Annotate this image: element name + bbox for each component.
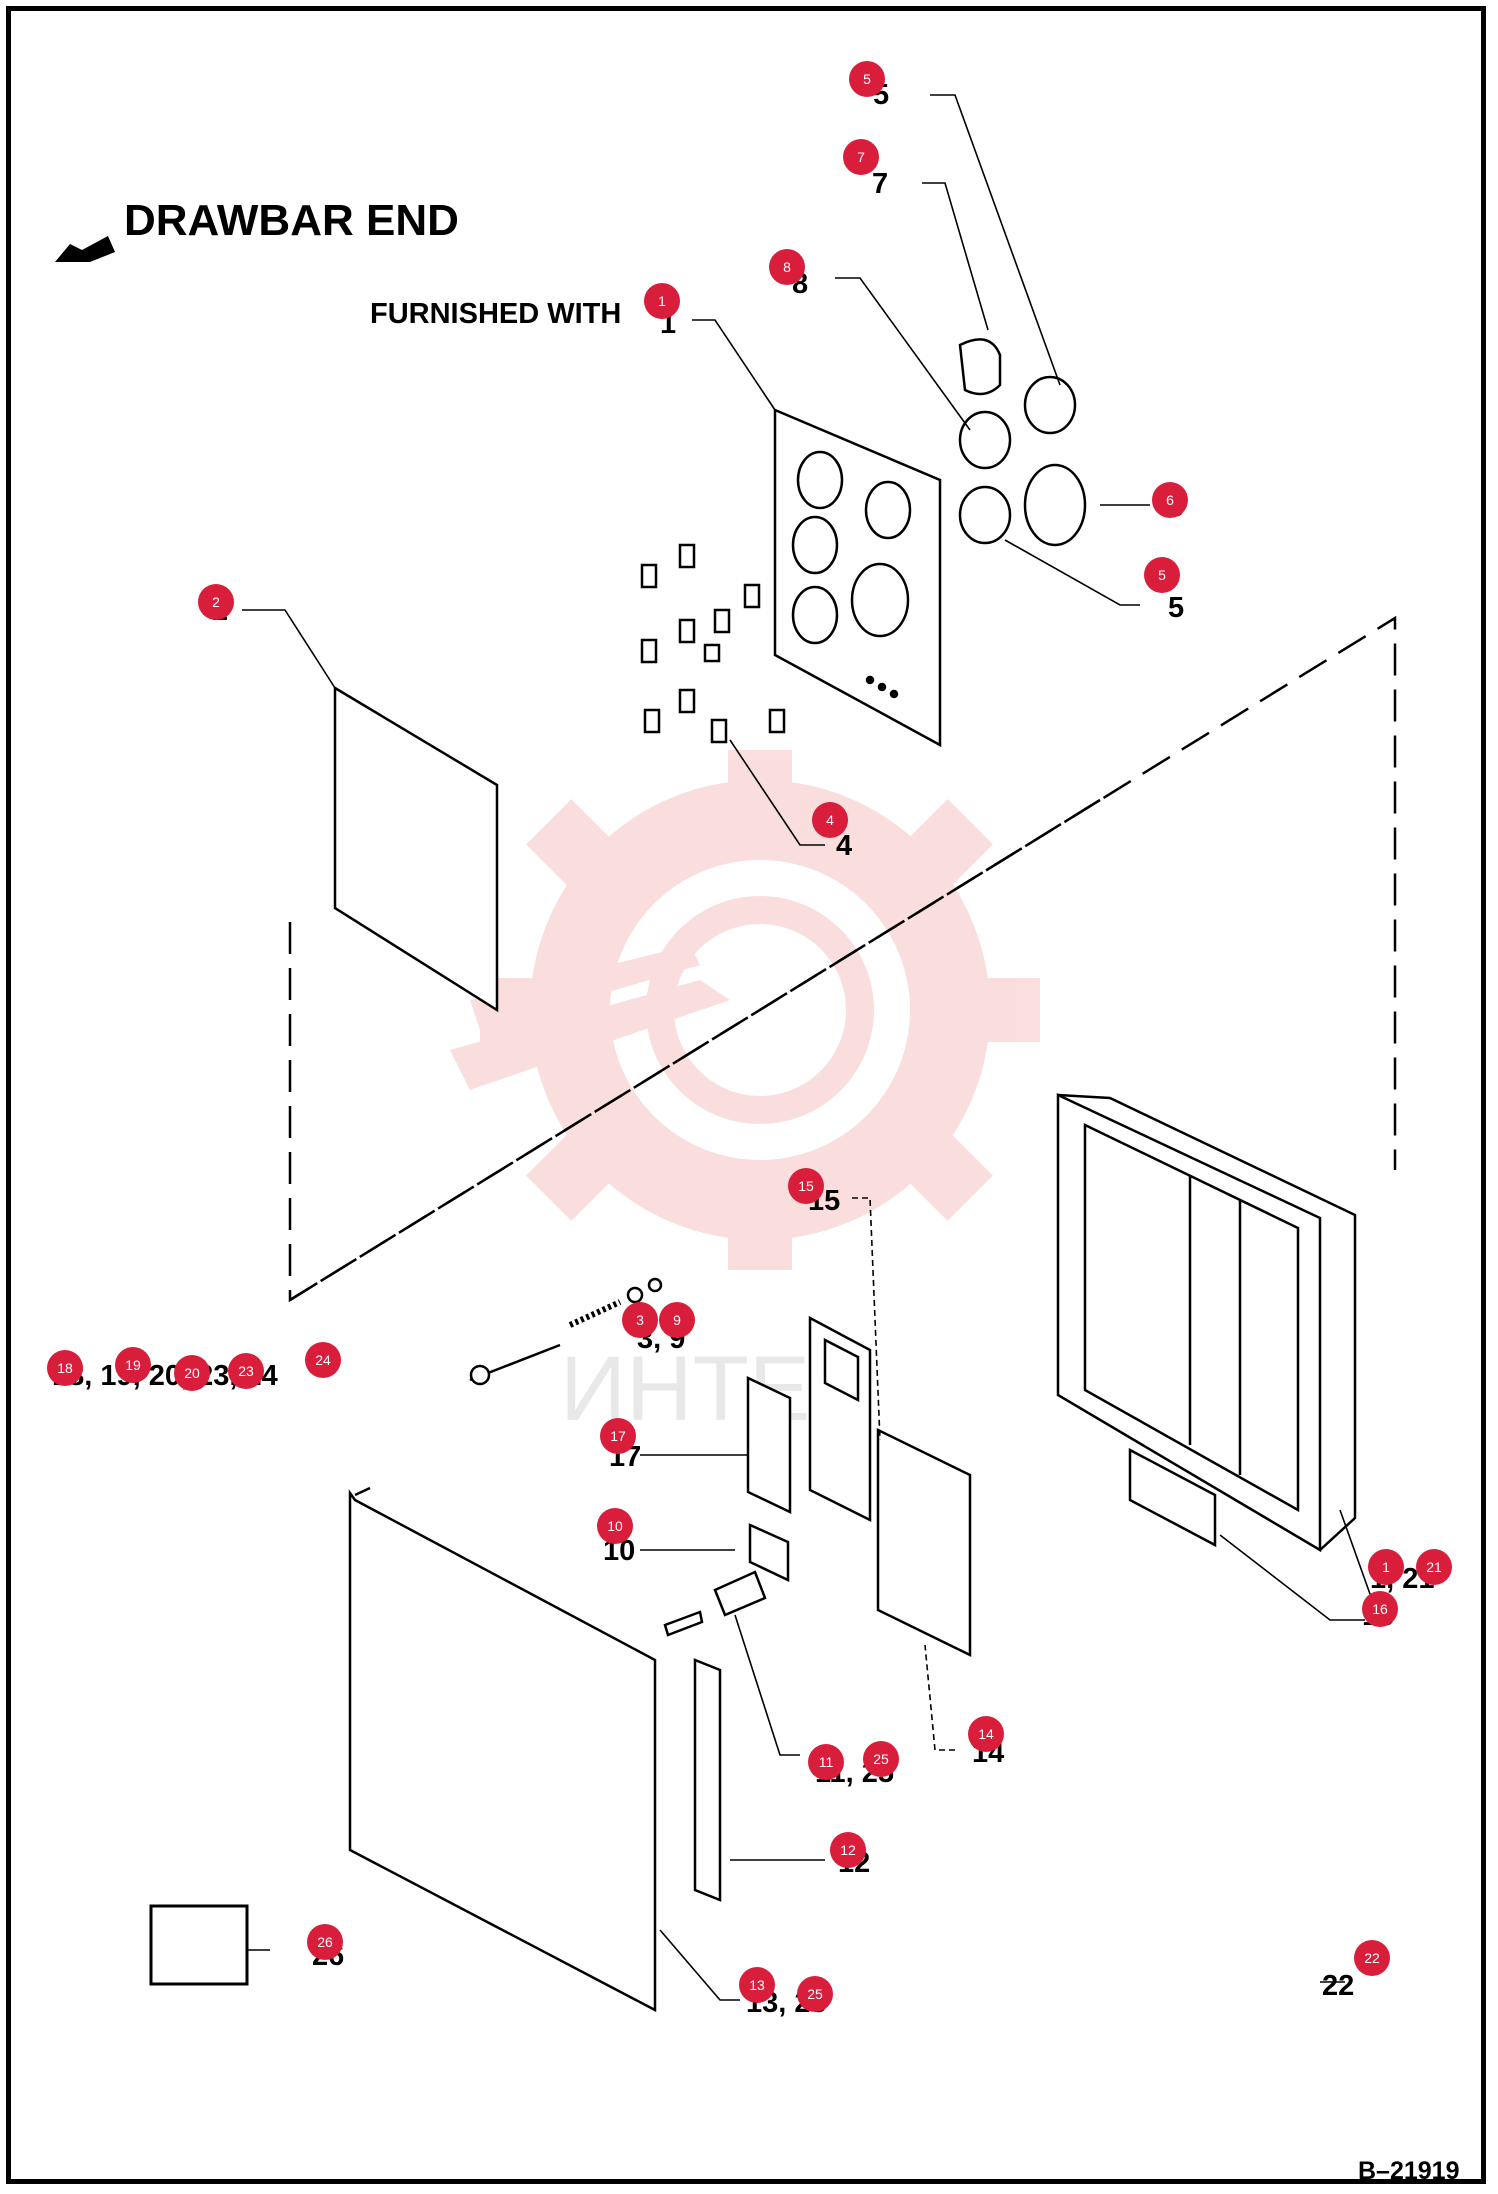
callout-marker: 2 (198, 584, 234, 620)
callout-marker: 1 (1368, 1549, 1404, 1585)
callout-number: 4 (826, 812, 834, 828)
part-label-p5b: 5 (1168, 592, 1184, 624)
callout-number: 13 (749, 1977, 765, 1993)
hinge-bar (693, 1658, 722, 1902)
callout-number: 7 (857, 149, 865, 165)
callout-marker: 19 (115, 1347, 151, 1383)
callout-marker: 4 (812, 802, 848, 838)
callout-number: 2 (212, 594, 220, 610)
callout-marker: 16 (1362, 1591, 1398, 1627)
callout-marker: 13 (739, 1967, 775, 2003)
callout-marker: 24 (305, 1342, 341, 1378)
callout-marker: 20 (174, 1355, 210, 1391)
callout-number: 3 (636, 1312, 644, 1328)
callout-marker: 5 (849, 61, 885, 97)
callout-marker: 11 (808, 1744, 844, 1780)
latch-plate (748, 1523, 790, 1582)
callout-number: 21 (1426, 1559, 1442, 1575)
callout-marker: 26 (307, 1924, 343, 1960)
callout-marker: 9 (659, 1302, 695, 1338)
callout-marker: 7 (843, 139, 879, 175)
callout-number: 6 (1166, 492, 1174, 508)
decal-17 (746, 1376, 792, 1514)
callout-marker: 15 (788, 1168, 824, 1204)
callout-marker: 23 (228, 1353, 264, 1389)
callout-number: 15 (798, 1178, 814, 1194)
callout-number: 10 (607, 1518, 623, 1534)
callout-number: 5 (863, 71, 871, 87)
callout-number: 9 (673, 1312, 681, 1328)
furnished-with-note: FURNISHED WITH (370, 298, 622, 330)
callout-number: 14 (978, 1726, 994, 1742)
callout-number: 25 (807, 1986, 823, 2002)
callout-number: 19 (125, 1357, 141, 1373)
callout-number: 24 (315, 1352, 331, 1368)
callout-number: 18 (57, 1360, 73, 1376)
callout-number: 5 (1158, 567, 1166, 583)
callout-marker: 21 (1416, 1549, 1452, 1585)
diagram-frame (6, 6, 1486, 2184)
decal-panel (333, 685, 499, 1013)
callout-number: 1 (658, 293, 666, 309)
part-label-p7: 7 (872, 168, 888, 200)
callout-marker: 3 (622, 1302, 658, 1338)
panel-14 (876, 1427, 972, 1658)
diagram-id: B–21919 (1358, 2157, 1460, 2185)
callout-marker: 10 (597, 1508, 633, 1544)
callout-marker: 8 (769, 249, 805, 285)
door-panel (348, 1489, 657, 2013)
drawbar-arrow-icon (55, 236, 115, 262)
callout-marker: 1 (644, 283, 680, 319)
leader-lines (242, 94, 1395, 2001)
callout-number: 1 (1382, 1559, 1390, 1575)
callout-number: 22 (1364, 1950, 1380, 1966)
callout-number: 11 (819, 1754, 834, 1770)
callout-marker: 6 (1152, 482, 1188, 518)
part-26-box (149, 1904, 249, 1986)
callout-number: 25 (873, 1751, 889, 1767)
callout-number: 26 (317, 1934, 333, 1950)
callout-marker: 25 (863, 1741, 899, 1777)
callout-marker: 14 (968, 1716, 1004, 1752)
callout-marker: 5 (1144, 557, 1180, 593)
rocker-switches (640, 543, 786, 744)
callout-number: 8 (783, 259, 791, 275)
watermark-gear-logo (450, 750, 1040, 1270)
callout-marker: 25 (797, 1976, 833, 2012)
callout-marker: 17 (600, 1418, 636, 1454)
callout-marker: 22 (1354, 1940, 1390, 1976)
lock-cylinder (713, 1570, 767, 1617)
callout-number: 23 (238, 1363, 254, 1379)
part-label-p4: 4 (836, 830, 852, 862)
diagram-title: DRAWBAR END (124, 196, 459, 245)
callout-number: 16 (1372, 1601, 1388, 1617)
callout-number: 20 (184, 1365, 200, 1381)
callout-number: 12 (840, 1842, 856, 1858)
cover-plate (1128, 1447, 1217, 1548)
callout-marker: 18 (47, 1350, 83, 1386)
parts-linework (242, 94, 1397, 2013)
part-label-p22: 22 (1322, 1970, 1354, 2002)
callout-number: 17 (610, 1428, 626, 1444)
callout-marker: 12 (830, 1832, 866, 1868)
key-icon (663, 1610, 704, 1637)
